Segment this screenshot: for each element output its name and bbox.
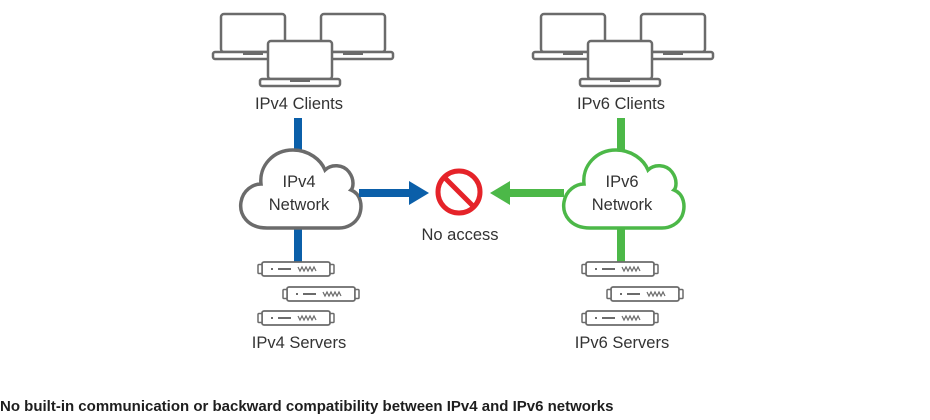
ipv6-servers-label: IPv6 Servers (575, 334, 669, 352)
ipv4-clients-group: IPv4 Clients (211, 12, 395, 113)
no-access-group: No access (421, 168, 499, 244)
ipv6-server-link (617, 228, 625, 262)
prohibited-icon (435, 168, 483, 216)
server-icon (257, 310, 335, 326)
ipv4-server-link (294, 228, 302, 262)
ipv6-clients-group: IPv6 Clients (531, 12, 715, 113)
ipv4-servers-label: IPv4 Servers (252, 334, 346, 352)
ipv6-clients-label: IPv6 Clients (577, 95, 665, 113)
server-icon (581, 261, 659, 277)
ipv4-network-cloud: IPv4 Network (238, 148, 363, 230)
ipv6-servers-group: IPv6 Servers (575, 261, 684, 352)
laptop-icon (258, 39, 342, 88)
arrow-right-icon (409, 181, 429, 205)
ipv4-network-label-line1: IPv4 (282, 173, 315, 191)
ipv4-arrow (359, 181, 429, 205)
server-icon (282, 286, 360, 302)
ipv6-arrow (490, 181, 564, 205)
diagram-caption: No built-in communication or backward co… (0, 398, 614, 415)
ipv6-client-link (617, 118, 625, 150)
server-icon (581, 310, 659, 326)
arrow-shaft (359, 189, 411, 197)
server-icon (257, 261, 335, 277)
laptop-icon (578, 39, 662, 88)
server-icon (606, 286, 684, 302)
ipv6-network-label-line1: IPv6 (605, 173, 638, 191)
ipv4-network-label-line2: Network (269, 196, 330, 214)
ipv4-servers-group: IPv4 Servers (252, 261, 360, 352)
ipv4-client-link (294, 118, 302, 150)
ipv6-network-label-line2: Network (592, 196, 653, 214)
arrow-shaft (508, 189, 564, 197)
no-access-label: No access (421, 226, 498, 244)
arrow-left-icon (490, 181, 510, 205)
ipv6-network-cloud: IPv6 Network (561, 148, 686, 230)
ipv4-clients-label: IPv4 Clients (255, 95, 343, 113)
